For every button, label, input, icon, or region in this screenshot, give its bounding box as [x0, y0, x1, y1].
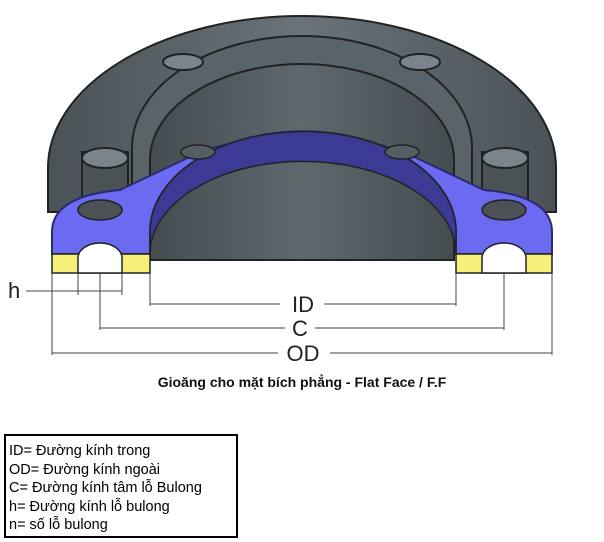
legend-item-h: h= Đường kính lỗ bulong: [9, 498, 170, 515]
id-label: ID: [292, 292, 314, 317]
gasket-inner-face: [149, 130, 457, 255]
diagram-caption: Gioăng cho mặt bích phẳng - Flat Face / …: [157, 374, 447, 390]
bolt-hole-left: [77, 242, 123, 274]
legend-item-c: C= Đường kính tâm lỗ Bulong: [9, 480, 202, 497]
legend-box: ID= Đường kính trong OD= Đường kính ngoà…: [4, 434, 238, 538]
flange-icon: [47, 15, 557, 274]
h-label: h: [8, 278, 20, 303]
flange-gasket-diagram: ID C OD h: [8, 15, 557, 366]
legend-item-od: OD= Đường kính ngoài: [9, 461, 161, 478]
od-label: OD: [287, 341, 320, 366]
bolt-hole-right: [481, 242, 527, 274]
c-label: C: [292, 316, 308, 341]
legend-item-id: ID= Đường kính trong: [9, 443, 151, 459]
legend-item-n: n= số lỗ bulong: [9, 517, 108, 534]
